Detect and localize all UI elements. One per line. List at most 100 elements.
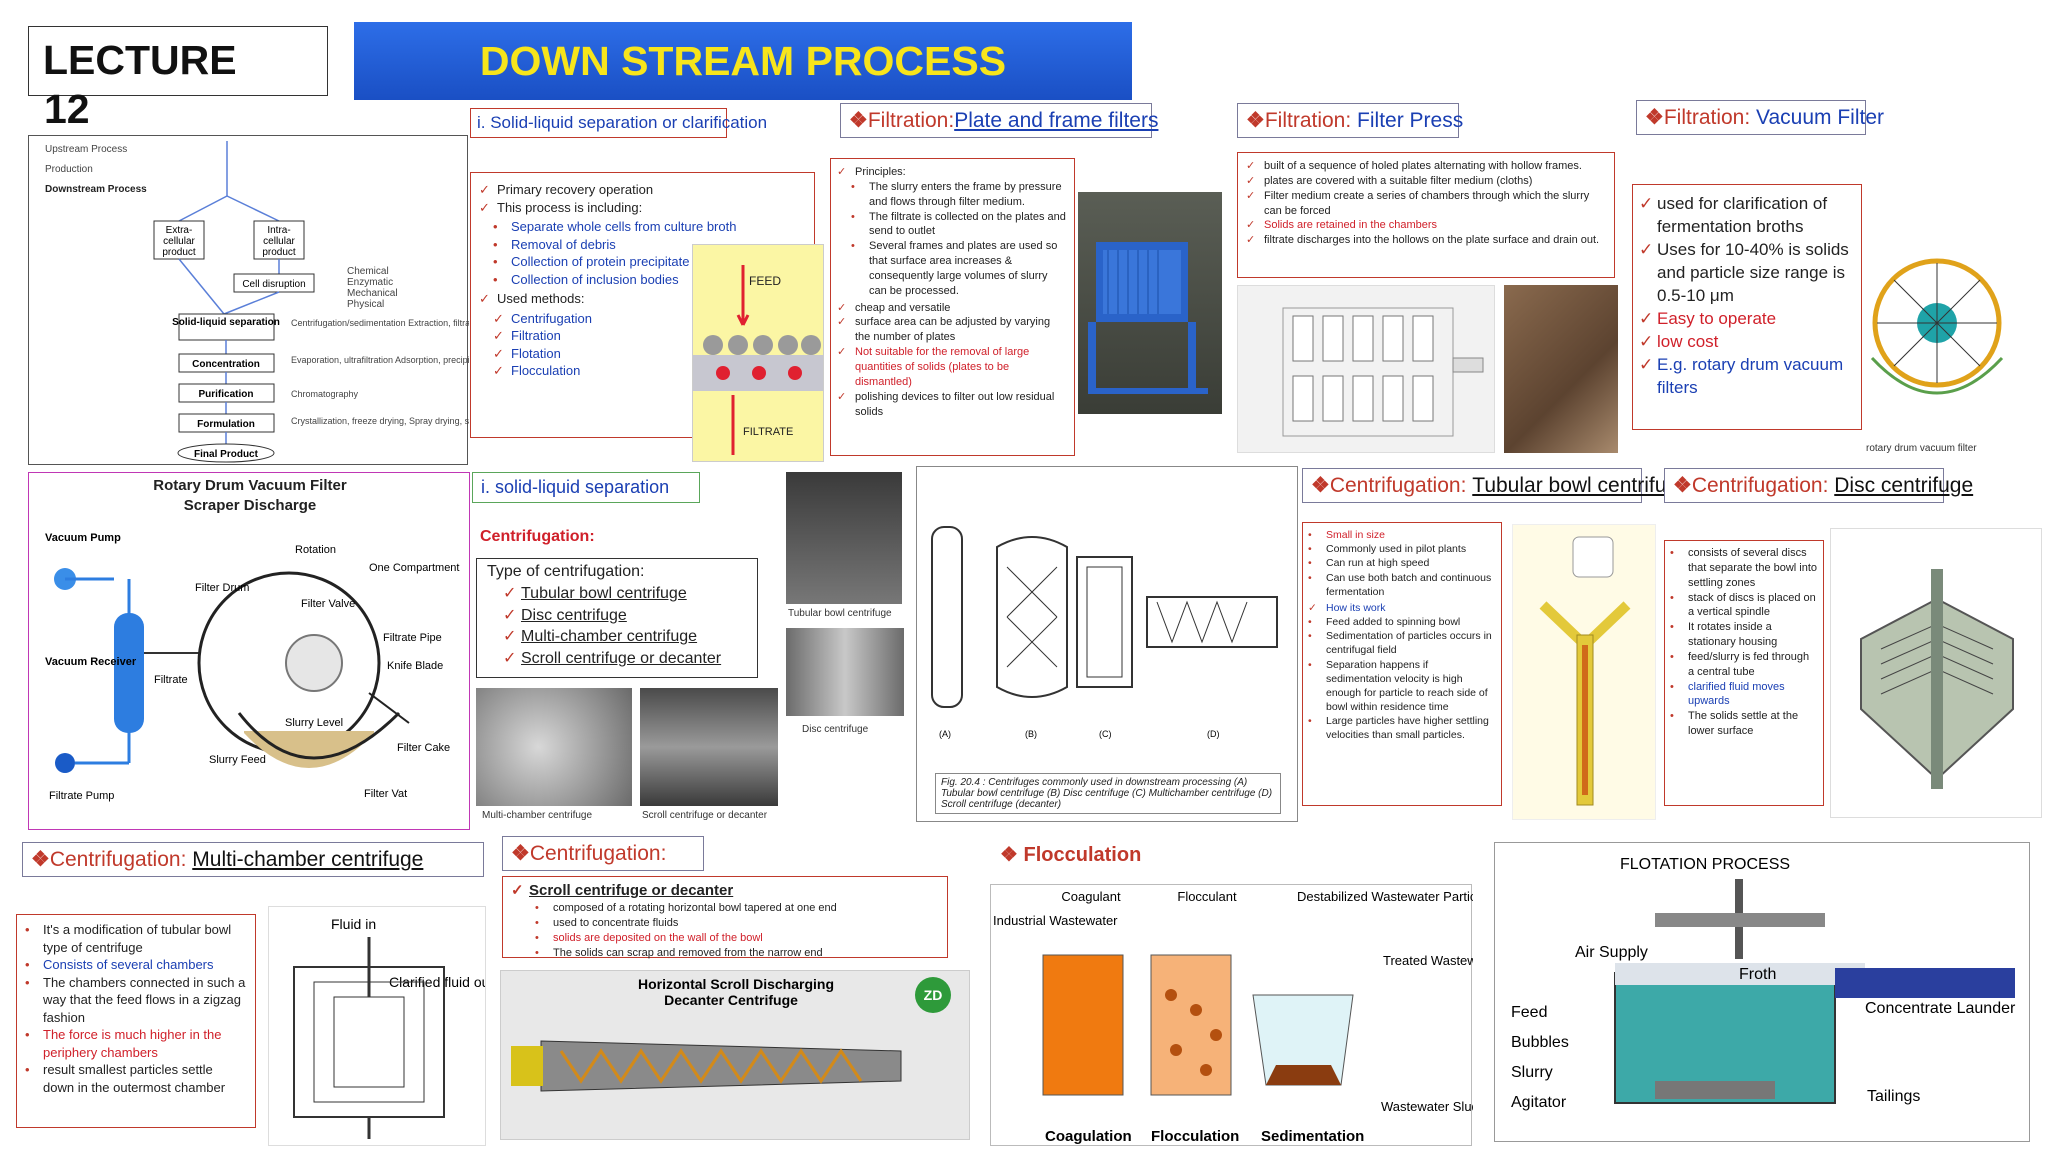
fig204-caption: Fig. 20.4 : Centrifuges commonly used in…: [935, 773, 1281, 814]
step-note-1: Centrifugation/sedimentation Extraction,…: [291, 318, 469, 328]
rdvf-panel: Rotary Drum Vacuum Filter Scraper Discha…: [28, 472, 470, 830]
floc-heading: ❖ Flocculation: [1000, 844, 1142, 866]
cell-method-4: Physical: [347, 299, 384, 310]
floc-stage-flocculation: Flocculation: [1151, 1128, 1239, 1145]
filtrate-label: FILTRATE: [743, 426, 793, 438]
fig204-panel: (A) (B) (C) (D) Fig. 20.4 : Centrifuges …: [916, 466, 1298, 822]
rdvf-label-filter-drum: Filter Drum: [195, 582, 249, 594]
feed-label: FEED: [749, 274, 781, 288]
sc-line-1: composed of a rotating horizontal bowl t…: [535, 901, 939, 916]
rdvf-label-one-compartment: One Compartment: [369, 562, 459, 574]
sls-type-multi: Multi-chamber centrifuge: [503, 626, 747, 648]
step-note-3: Chromatography: [291, 389, 359, 399]
pf-heading: ❖Filtration:Plate and frame filters: [840, 103, 1158, 138]
filter-press-diagram: [1237, 285, 1495, 453]
caption-multi: Multi-chamber centrifuge: [482, 810, 593, 821]
fp-item-1: built of a sequence of holed plates alte…: [1246, 159, 1606, 174]
tb-item-1: Small in size: [1308, 528, 1496, 542]
fp-heading-title: Filter Press: [1357, 109, 1464, 132]
rdvf-label-vacuum-receiver: Vacuum Receiver: [45, 656, 137, 668]
slc-method-2: Filtration: [493, 327, 806, 345]
slc-method-1: Centrifugation: [493, 310, 806, 328]
sc-img-title-1: Horizontal Scroll Discharging: [638, 976, 834, 992]
fp-item-5: filtrate discharges into the hollows on …: [1246, 233, 1606, 248]
flot-label-feed: Feed: [1511, 1004, 1547, 1021]
mc-heading-kw: Centrifugation:: [49, 848, 187, 871]
flot-label-concentrate: Concentrate Launder: [1865, 1000, 2016, 1017]
slc-method-4: Flocculation: [493, 362, 806, 380]
rdvf-title-2: Scraper Discharge: [183, 497, 317, 514]
tb-heading-kw: Centrifugation:: [1329, 474, 1467, 497]
dc-heading-kw: Centrifugation:: [1691, 474, 1829, 497]
flot-label-bubbles: Bubbles: [1511, 1034, 1569, 1051]
fp-heading: ❖Filtration: Filter Press: [1237, 103, 1463, 138]
rdvf-label-filter-valve: Filter Valve: [301, 598, 355, 610]
tb-item-4: Can use both batch and continuous fermen…: [1308, 571, 1496, 599]
step-note-4: Crystallization, freeze drying, Spray dr…: [291, 416, 469, 426]
tb-content: Small in size Commonly used in pilot pla…: [1302, 522, 1502, 806]
pf-check-4: polishing devices to filter out low resi…: [837, 390, 1068, 420]
mc-item-4: The force is much higher in the peripher…: [25, 1026, 247, 1061]
production-label: Production: [45, 164, 93, 175]
sc-logo: ZD: [924, 987, 943, 1003]
sls-types-box: Type of centrifugation: Tubular bowl cen…: [476, 558, 758, 678]
step-solid-liquid: Solid-liquid separation: [172, 317, 280, 328]
rdvf-label-filtrate-pump: Filtrate Pump: [49, 790, 114, 802]
dc-item-3: It rotates inside a stationary housing: [1670, 620, 1818, 650]
fp-item-2: plates are covered with a suitable filte…: [1246, 174, 1606, 189]
sc-title: Scroll centrifuge or decanter: [511, 881, 939, 902]
intra-line3: product: [262, 247, 296, 258]
pf-check-3: Not suitable for the removal of large qu…: [837, 345, 1068, 390]
lecture-label: LECTURE: [43, 37, 237, 83]
mc-clarified: Clarified fluid out: [389, 974, 486, 990]
mc-heading-title: Multi-chamber centrifuge: [192, 848, 424, 871]
tb-how-3: Separation happens if sedimentation velo…: [1308, 658, 1496, 715]
pf-check-2: surface area can be adjusted by varying …: [837, 315, 1068, 345]
mc-item-2: Consists of several chambers: [25, 956, 247, 974]
tb-how-2: Sedimentation of particles occurs in cen…: [1308, 629, 1496, 657]
flot-label-agitator: Agitator: [1511, 1094, 1567, 1111]
sls-type-disc: Disc centrifuge: [503, 605, 747, 627]
fp-item-4: Solids are retained in the chambers: [1246, 218, 1606, 233]
lecture-number: 12: [44, 86, 90, 132]
vf-caption: rotary drum vacuum filter: [1866, 443, 1977, 454]
pf-content: Principles: The slurry enters the frame …: [830, 158, 1075, 456]
caption-scroll: Scroll centrifuge or decanter: [642, 810, 768, 821]
rdvf-title-1: Rotary Drum Vacuum Filter: [153, 477, 347, 494]
extra-line2: cellular: [163, 236, 195, 247]
vf-heading: ❖Filtration: Vacuum Filter: [1636, 100, 1884, 135]
dc-item-4: feed/slurry is fed through a central tub…: [1670, 650, 1818, 680]
rdvf-label-vacuum-pump: Vacuum Pump: [45, 532, 121, 544]
tb-how-label: How its work: [1308, 601, 1496, 615]
rdvf-label-filter-cake: Filter Cake: [397, 742, 450, 754]
pf-principles: Principles:: [837, 165, 1068, 180]
rdvf-label-rotation: Rotation: [295, 544, 336, 556]
multi-chamber-diagram: Fluid in Clarified fluid out: [268, 906, 486, 1146]
vf-heading-kw: Filtration:: [1663, 106, 1751, 129]
sc-heading-kw: Centrifugation:: [529, 842, 667, 865]
step-note-2: Evaporation, ultrafiltration Adsorption,…: [291, 355, 469, 365]
sc-heading: ❖Centrifugation:: [502, 836, 704, 871]
pf-line-3: Several frames and plates are used so th…: [851, 239, 1068, 298]
floc-label-sludge: Wastewater Sludge: [1381, 1099, 1473, 1114]
mc-item-1: It's a modification of tubular bowl type…: [25, 921, 247, 956]
sc-img-title-2: Decanter Centrifuge: [664, 992, 798, 1008]
tubular-bowl-photo: [786, 472, 902, 604]
floc-panel: Coagulant Flocculant Destabilized Wastew…: [990, 884, 1500, 1146]
floc-stage-coagulation: Coagulation: [1045, 1128, 1132, 1145]
sls-type-tubular: Tubular bowl centrifuge: [503, 583, 747, 605]
slc-sub-3: Collection of protein precipitate: [493, 253, 806, 271]
pf-check-1: cheap and versatile: [837, 301, 1068, 316]
step-formulation: Formulation: [197, 419, 255, 430]
dc-heading-title: Disc centrifuge: [1834, 474, 1974, 497]
plate-frame-filter-photo: [1078, 192, 1222, 414]
dc-content: consists of several discs that separate …: [1664, 540, 1824, 806]
fp-item-3: Filter medium create a series of chamber…: [1246, 189, 1606, 219]
dc-item-2: stack of discs is placed on a vertical s…: [1670, 591, 1818, 621]
mc-fluid-in: Fluid in: [331, 916, 376, 932]
slc-sub-4: Collection of inclusion bodies: [493, 271, 806, 289]
pf-line-2: The filtrate is collected on the plates …: [851, 210, 1068, 240]
sc-line-4: The solids can scrap and removed from th…: [535, 946, 939, 961]
lecture-box: LECTURE: [28, 26, 328, 96]
cell-method-2: Enzymatic: [347, 277, 393, 288]
